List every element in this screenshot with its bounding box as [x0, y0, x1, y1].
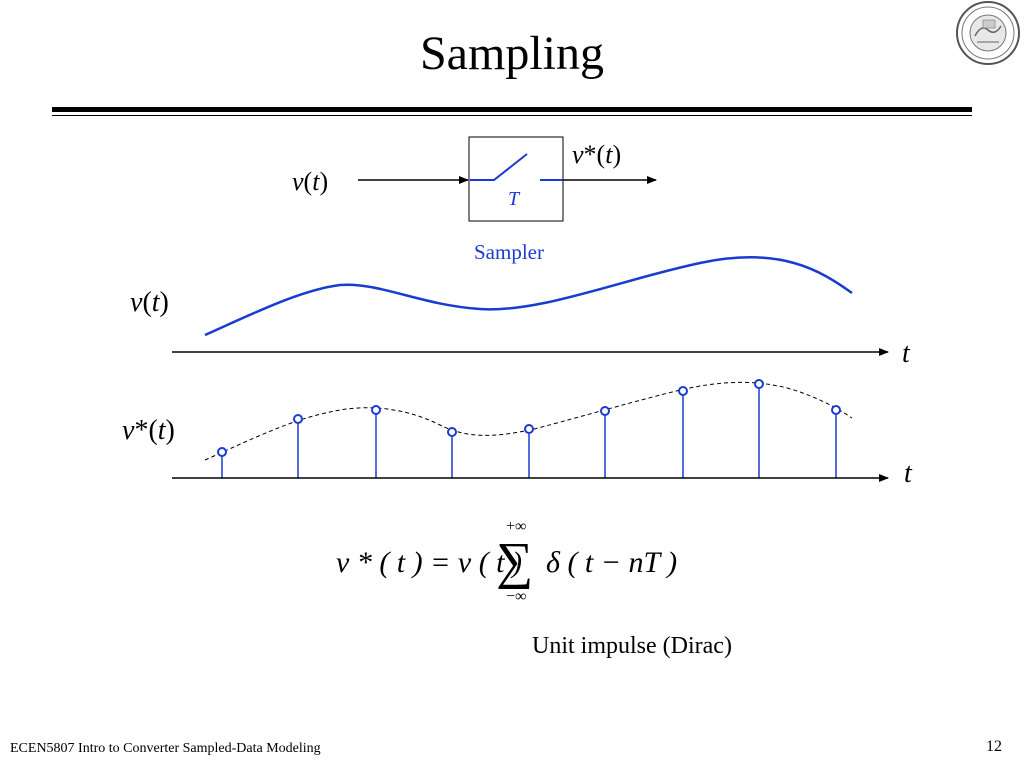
sampler-switch-contact-left	[470, 153, 528, 181]
impulse-marker	[371, 405, 381, 415]
time-axis-label-sampled: t	[904, 458, 912, 489]
impulse-marker	[217, 447, 227, 457]
sampler-input-label: v(t)	[292, 167, 329, 196]
continuous-signal-curve	[204, 256, 853, 337]
title-rule	[52, 107, 972, 112]
slide-title: Sampling	[419, 27, 604, 80]
impulse-marker	[678, 386, 688, 396]
impulse-marker	[524, 424, 534, 434]
sampler-output-label: v*(t)	[572, 140, 622, 169]
impulse-marker	[600, 406, 610, 416]
equation-sum-lower: −∞	[506, 588, 527, 605]
impulse-marker	[447, 427, 457, 437]
sampled-signal-label: v*(t)	[122, 415, 175, 446]
equation-sum-symbol: ∑	[496, 533, 534, 590]
sampler-caption: Sampler	[474, 240, 544, 264]
sample-impulses	[217, 379, 841, 478]
university-seal-logo	[956, 1, 1020, 65]
equation-caption: Unit impulse (Dirac)	[532, 633, 732, 659]
impulse-marker	[754, 379, 764, 389]
equation-sum-upper: +∞	[506, 518, 527, 535]
impulse-marker	[293, 414, 303, 424]
footer-course-title: ECEN5807 Intro to Converter Sampled-Data…	[10, 741, 321, 756]
page-number: 12	[986, 738, 1002, 755]
equation-lhs: v * ( t ) = v ( t )	[336, 546, 523, 579]
sampler-period-label: T	[508, 188, 520, 210]
impulse-marker	[831, 405, 841, 415]
continuous-signal-label: v(t)	[130, 287, 169, 318]
time-axis-label: t	[902, 338, 910, 369]
equation-rhs: δ ( t − nT )	[546, 546, 678, 579]
title-rule-thin	[52, 115, 972, 116]
sampling-equation: v * ( t ) = v ( t ) +∞ ∑ −∞ δ ( t − nT )	[336, 518, 696, 608]
